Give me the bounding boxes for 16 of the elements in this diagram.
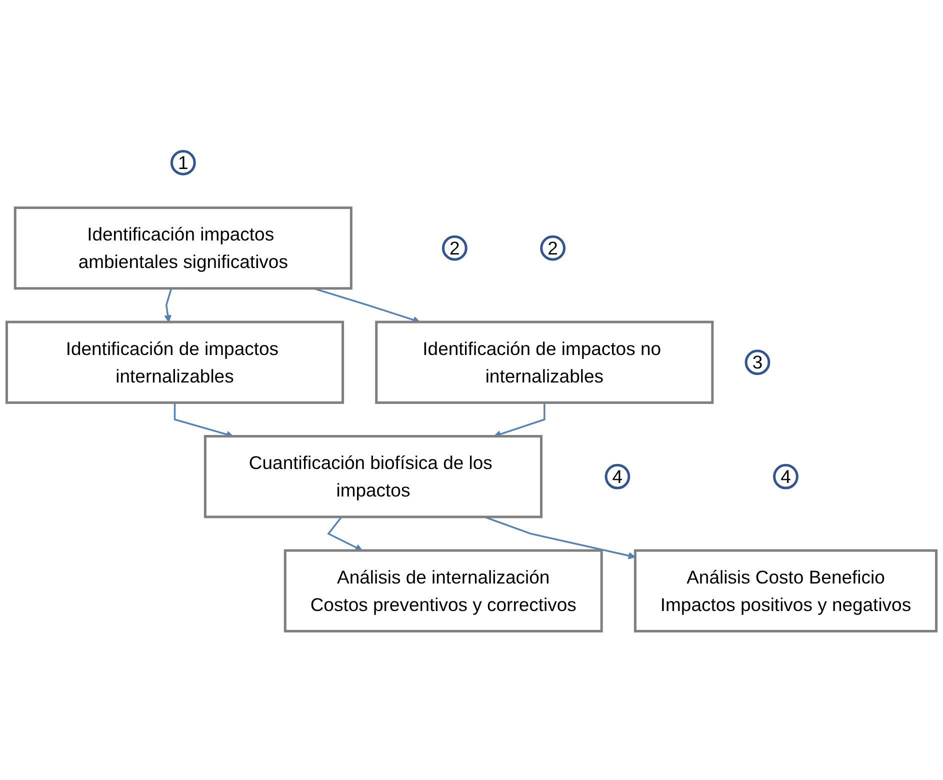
node-circle: 4: [773, 464, 798, 490]
node-circle: 4: [604, 464, 630, 490]
arrow: [164, 288, 172, 322]
node-box: Identificación impactos ambientales significativos: [14, 206, 352, 290]
node-box: Identificación de impactos internalizables: [5, 320, 344, 404]
node-circle: 2: [442, 235, 468, 261]
node-circle: 3: [744, 350, 770, 376]
node-box: Cuantificación biofísica de los impactos: [204, 435, 542, 518]
arrow: [484, 516, 636, 560]
arrow: [327, 516, 363, 551]
arrow: [313, 288, 420, 324]
node-box: Identificación de impactos no internalizables: [375, 320, 714, 404]
node-circle: 2: [540, 235, 566, 261]
node-box: Análisis de internalización Costos preventivos y correctivos: [284, 549, 603, 632]
node-circle: 1: [170, 150, 196, 176]
node-box: Análisis Costo Beneficio Impactos positivos y negativos: [634, 549, 938, 632]
